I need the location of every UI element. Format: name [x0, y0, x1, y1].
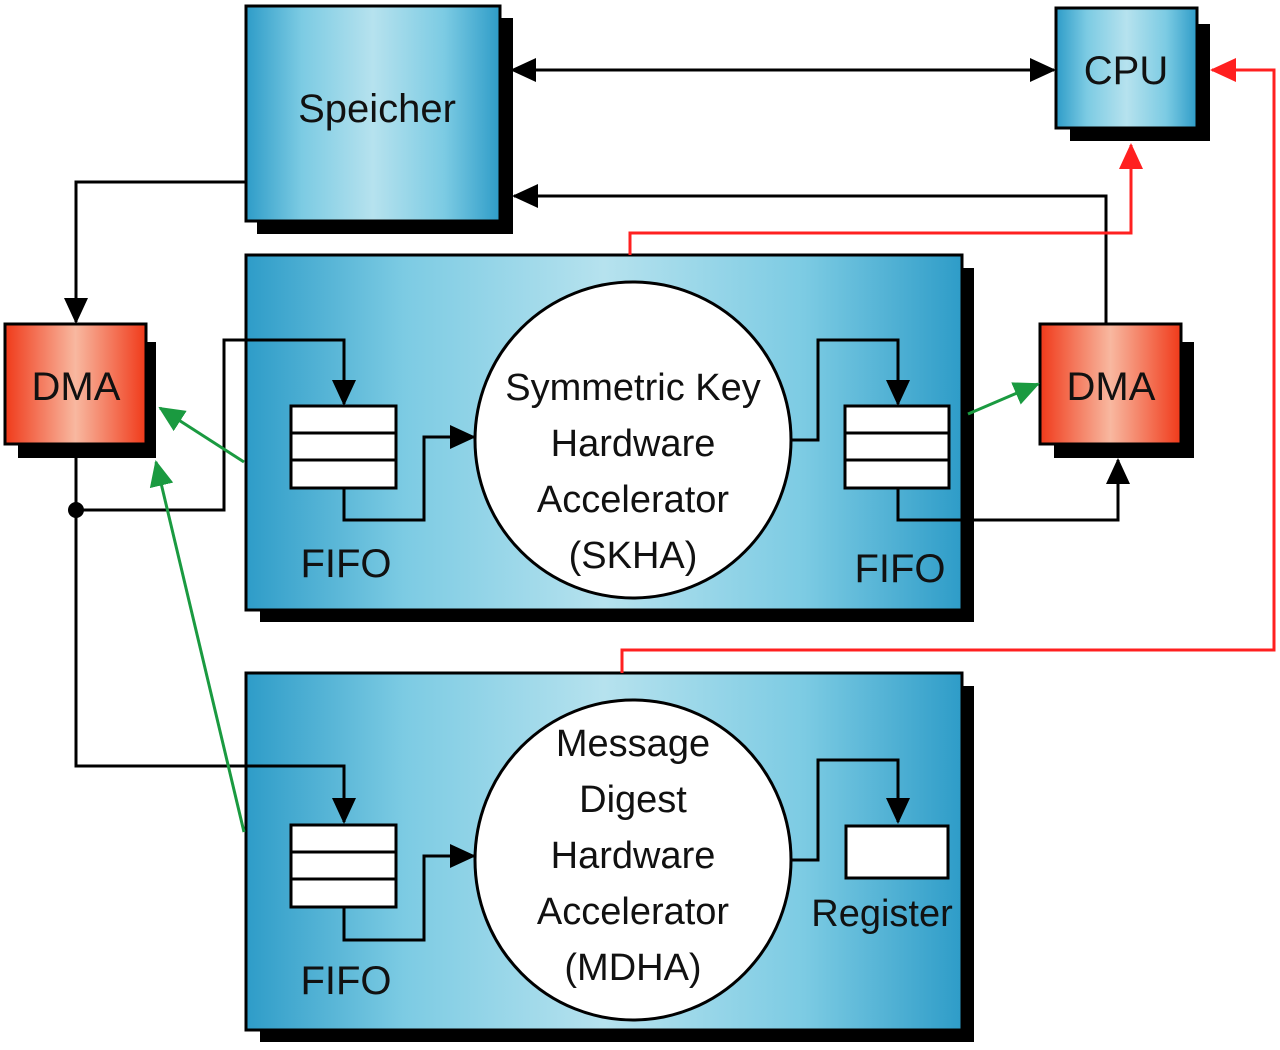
mdha-core: Message Digest Hardware Accelerator (MDH… [473, 698, 793, 1022]
line-memory-dma-left [64, 180, 246, 324]
mdha-fifo-in [289, 823, 398, 909]
dma-right-label: DMA [1067, 365, 1156, 409]
skha-label-line: Hardware [551, 423, 716, 465]
junction-dot [68, 502, 84, 518]
mdha-register [844, 824, 950, 880]
line-skha-dma-left-req [158, 406, 245, 464]
register-body [844, 824, 950, 880]
interrupt-lines [620, 58, 1276, 673]
skha-core-circle [473, 280, 793, 600]
memory-label: Speicher [298, 87, 456, 131]
line-mdha-core-register [792, 758, 910, 862]
dma-right-body [1038, 322, 1183, 446]
dma-left-body [3, 322, 148, 446]
skha-fifo-in-label: FIFO [300, 542, 391, 586]
skha-fifo-out [843, 404, 951, 490]
skha-label-line: Symmetric Key [505, 367, 760, 409]
line-dma-left-skha-fifo [74, 338, 356, 512]
memory-block-body [244, 4, 502, 223]
line-skha-fifo-out-dma-right [896, 458, 1130, 522]
dma-left-block: DMA [3, 322, 156, 458]
line-mdha-dma-left-req [149, 460, 246, 833]
line-mdha-cpu-irq [620, 58, 1276, 673]
data-lines [64, 58, 1130, 942]
fifo-body [289, 823, 398, 909]
skha-core: Symmetric Key Hardware Accelerator (SKHA… [473, 280, 793, 600]
skha-fifo-out-label: FIFO [854, 547, 945, 591]
cpu-label: CPU [1084, 49, 1168, 93]
request-lines [149, 382, 1040, 833]
memory-block: Speicher [244, 4, 513, 234]
fifo-body [289, 404, 398, 490]
line-dma-left-mdha-fifo [74, 510, 356, 824]
mdha-fifo-in-label: FIFO [300, 959, 391, 1003]
skha-label-line: Accelerator [537, 479, 730, 521]
mdha-label-line: (MDHA) [564, 947, 701, 989]
dma-left-label: DMA [32, 365, 121, 409]
skha-label-line: (SKHA) [569, 535, 698, 577]
line-mdha-fifo-in-core [342, 844, 476, 942]
line-dma-right-memory [512, 184, 1108, 324]
fifo-body [843, 404, 951, 490]
mdha-label-line: Accelerator [537, 891, 730, 933]
line-skha-fifo-in-core [342, 425, 476, 522]
line-skha-dma-right-req [967, 382, 1040, 416]
line-skha-core-fifo-out [792, 338, 910, 442]
mdha-label-line: Hardware [551, 835, 716, 877]
mdha-core-circle [473, 698, 793, 1022]
skha-fifo-in [289, 404, 398, 490]
mdha-label-line: Message [556, 723, 710, 765]
mdha-label-line: Digest [579, 779, 687, 821]
cpu-block-body [1054, 6, 1199, 130]
line-skha-cpu-irq [628, 143, 1143, 255]
mdha-register-label: Register [811, 893, 953, 935]
cpu-block: CPU [1054, 6, 1210, 141]
dma-right-block: DMA [1038, 322, 1194, 458]
